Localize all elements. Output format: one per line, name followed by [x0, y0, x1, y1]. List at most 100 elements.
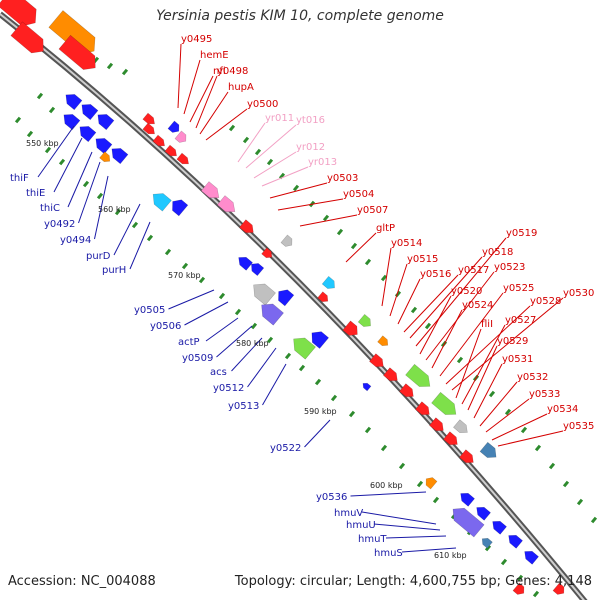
- gene-arrow[interactable]: [317, 291, 331, 305]
- gene-arrow[interactable]: [248, 279, 276, 306]
- gene-arrow[interactable]: [457, 490, 475, 507]
- gene-arrow[interactable]: [261, 247, 275, 261]
- gene-arrow[interactable]: [60, 110, 81, 131]
- reverse-gene-label[interactable]: yr013: [308, 157, 337, 168]
- gene-arrow[interactable]: [361, 381, 372, 392]
- gene-arrow[interactable]: [152, 134, 167, 149]
- forward-gene-label[interactable]: hmuU: [346, 520, 376, 531]
- gene-arrow[interactable]: [216, 195, 239, 217]
- gene-arrow[interactable]: [383, 367, 400, 385]
- gene-arrow[interactable]: [168, 196, 189, 217]
- gene-arrow[interactable]: [429, 417, 446, 435]
- gene-arrow[interactable]: [321, 275, 338, 291]
- reverse-gene-label[interactable]: y0495: [181, 34, 212, 45]
- forward-gene-label[interactable]: acs: [210, 367, 227, 378]
- gene-arrow[interactable]: [288, 333, 316, 360]
- gene-arrow[interactable]: [167, 120, 182, 135]
- gene-arrow[interactable]: [405, 363, 435, 391]
- reverse-gene-label[interactable]: y0517: [458, 265, 489, 276]
- forward-gene-label[interactable]: y0512: [213, 383, 244, 394]
- reverse-gene-label[interactable]: y0507: [357, 205, 388, 216]
- reverse-gene-label[interactable]: fliI: [481, 319, 493, 330]
- forward-gene-label[interactable]: purH: [102, 265, 126, 276]
- gene-arrow[interactable]: [62, 90, 83, 111]
- reverse-gene-label[interactable]: gltP: [376, 223, 395, 234]
- gene-arrow[interactable]: [142, 112, 157, 127]
- gene-arrow[interactable]: [377, 335, 391, 349]
- gene-arrow[interactable]: [176, 152, 191, 167]
- forward-gene-label[interactable]: y0509: [182, 353, 213, 364]
- reverse-gene-label[interactable]: y0503: [327, 173, 358, 184]
- reverse-gene-label[interactable]: y0498: [217, 66, 248, 77]
- gene-arrow[interactable]: [453, 419, 470, 437]
- reverse-gene-label[interactable]: y0523: [494, 262, 525, 273]
- gene-arrow[interactable]: [489, 518, 507, 535]
- gene-arrow[interactable]: [342, 320, 361, 339]
- gene-arrow[interactable]: [92, 134, 113, 155]
- forward-gene-label[interactable]: actP: [178, 337, 200, 348]
- reverse-gene-label[interactable]: y0529: [497, 336, 528, 347]
- reverse-gene-label[interactable]: y0500: [247, 99, 278, 110]
- gene-arrow[interactable]: [521, 548, 539, 565]
- gene-arrow[interactable]: [431, 391, 461, 419]
- gene-arrow[interactable]: [256, 299, 284, 326]
- gene-arrow[interactable]: [99, 151, 113, 165]
- gene-arrow[interactable]: [94, 110, 115, 131]
- reverse-gene-label[interactable]: y0520: [451, 286, 482, 297]
- forward-gene-label[interactable]: y0505: [134, 305, 165, 316]
- reverse-gene-label[interactable]: y0533: [529, 389, 560, 400]
- forward-gene-label[interactable]: y0492: [44, 219, 75, 230]
- gene-arrow[interactable]: [479, 441, 500, 461]
- reverse-gene-label[interactable]: hupA: [228, 82, 254, 93]
- reverse-gene-label[interactable]: y0504: [343, 189, 374, 200]
- gene-arrow[interactable]: [369, 353, 386, 371]
- gene-arrow[interactable]: [459, 449, 476, 467]
- forward-gene-label[interactable]: thiF: [10, 173, 29, 184]
- forward-gene-label[interactable]: thiE: [26, 188, 45, 199]
- gene-arrow[interactable]: [307, 327, 329, 349]
- reverse-gene-label[interactable]: nfi: [213, 66, 226, 77]
- reverse-gene-label[interactable]: y0518: [482, 247, 513, 258]
- gene-arrow[interactable]: [443, 431, 460, 449]
- reverse-gene-label[interactable]: y0531: [502, 354, 533, 365]
- gene-arrow[interactable]: [0, 0, 42, 31]
- reverse-gene-label[interactable]: y0534: [547, 404, 578, 415]
- gene-arrow[interactable]: [248, 260, 265, 277]
- reverse-gene-label[interactable]: yr012: [296, 142, 325, 153]
- gene-arrow[interactable]: [423, 475, 438, 490]
- reverse-gene-label[interactable]: y0515: [407, 254, 438, 265]
- gene-arrow[interactable]: [552, 582, 567, 597]
- forward-gene-label[interactable]: y0522: [270, 443, 301, 454]
- gene-arrow[interactable]: [149, 189, 172, 212]
- reverse-gene-label[interactable]: y0525: [503, 283, 534, 294]
- gene-arrow[interactable]: [399, 383, 416, 401]
- forward-gene-label[interactable]: thiC: [40, 203, 60, 214]
- gene-arrow[interactable]: [239, 219, 256, 237]
- forward-gene-label[interactable]: hmuS: [374, 548, 403, 559]
- forward-gene-label[interactable]: hmuV: [334, 508, 363, 519]
- reverse-gene-label[interactable]: y0528: [530, 296, 561, 307]
- reverse-gene-label[interactable]: yt016: [296, 115, 325, 126]
- gene-arrow[interactable]: [10, 21, 49, 58]
- forward-gene-label[interactable]: hmuT: [358, 534, 387, 545]
- reverse-gene-label[interactable]: y0535: [563, 421, 594, 432]
- gene-arrow[interactable]: [448, 503, 485, 538]
- gene-arrow[interactable]: [505, 532, 523, 549]
- reverse-gene-label[interactable]: hemE: [200, 50, 229, 61]
- gene-arrow[interactable]: [142, 122, 157, 137]
- reverse-gene-label[interactable]: y0524: [462, 300, 493, 311]
- gene-arrow[interactable]: [480, 536, 493, 549]
- reverse-gene-label[interactable]: y0516: [420, 269, 451, 280]
- forward-gene-label[interactable]: y0513: [228, 401, 259, 412]
- gene-arrow[interactable]: [58, 34, 101, 75]
- gene-arrow[interactable]: [280, 234, 295, 249]
- reverse-gene-label[interactable]: y0527: [505, 315, 536, 326]
- gene-arrow[interactable]: [174, 130, 189, 145]
- gene-arrow[interactable]: [415, 401, 432, 419]
- gene-arrow[interactable]: [164, 144, 179, 159]
- gene-arrow[interactable]: [76, 122, 97, 143]
- gene-arrow[interactable]: [274, 286, 295, 307]
- gene-arrow[interactable]: [235, 254, 253, 271]
- reverse-gene-label[interactable]: y0532: [517, 372, 548, 383]
- gene-arrow[interactable]: [108, 144, 129, 165]
